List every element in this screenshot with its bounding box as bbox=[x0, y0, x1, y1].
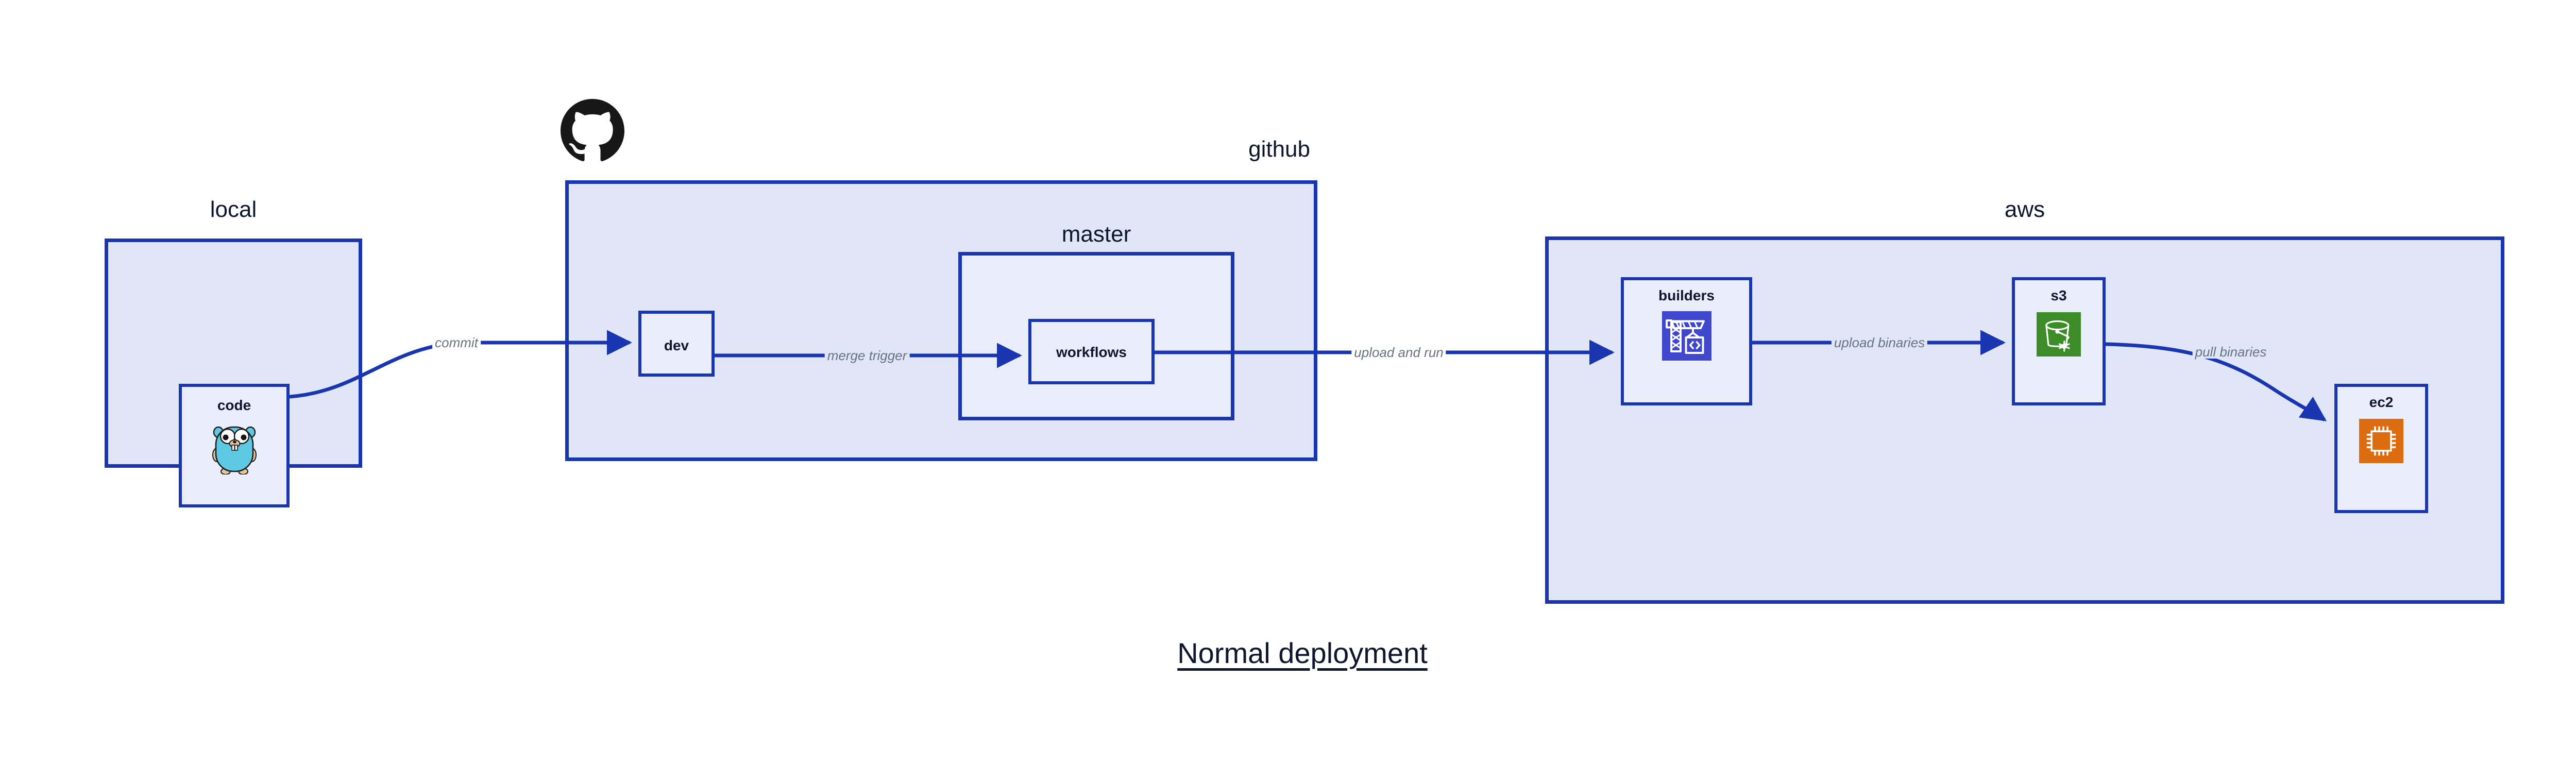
node-ec2-label: ec2 bbox=[2369, 394, 2394, 410]
aws-s3-glacier-icon bbox=[2037, 312, 2081, 359]
node-workflows-label: workflows bbox=[1056, 344, 1127, 360]
page-title: Normal deployment bbox=[1177, 637, 1428, 669]
go-gopher-icon bbox=[211, 421, 258, 477]
node-s3-label: s3 bbox=[2050, 287, 2067, 303]
github-octocat-icon bbox=[561, 99, 624, 165]
zone-github-label: github bbox=[1248, 137, 1310, 162]
edge-label-pull-binaries: pull binaries bbox=[2192, 345, 2269, 359]
node-dev[interactable]: dev bbox=[638, 311, 715, 377]
node-builders[interactable]: builders bbox=[1621, 277, 1752, 405]
node-workflows[interactable]: workflows bbox=[1028, 319, 1155, 384]
aws-ec2-chip-icon bbox=[2359, 419, 2403, 466]
edge-label-upload-and-run: upload and run bbox=[1351, 346, 1446, 359]
zone-aws-label: aws bbox=[2004, 197, 2045, 222]
edge-label-merge-trigger: merge trigger bbox=[824, 349, 910, 362]
node-code-label: code bbox=[217, 397, 251, 413]
node-builders-label: builders bbox=[1658, 287, 1715, 303]
edge-label-commit: commit bbox=[432, 336, 481, 349]
aws-codebuild-icon bbox=[1662, 311, 1711, 363]
zone-local-label: local bbox=[210, 197, 257, 222]
zone-master-label: master bbox=[1061, 222, 1131, 247]
edge-label-upload-binaries: upload binaries bbox=[1831, 336, 1928, 349]
node-s3[interactable]: s3 bbox=[2012, 277, 2106, 405]
node-code[interactable]: code bbox=[179, 384, 290, 507]
node-ec2[interactable]: ec2 bbox=[2334, 384, 2428, 513]
node-dev-label: dev bbox=[664, 337, 689, 353]
